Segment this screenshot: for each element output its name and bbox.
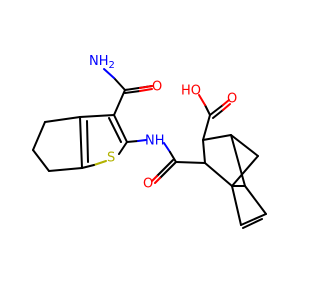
norbornene-ring [202,134,267,229]
acid-hydroxyl-label: HO [181,84,201,99]
amide-nh2-label: NH2 [89,54,115,71]
amide-linker [126,139,206,184]
cyclohexene-ring [32,116,83,172]
amide-oxygen-label: O [152,80,162,95]
thiophene-ring [79,114,128,169]
linker-nh-label: NH [145,134,165,149]
carboxylic-acid-group [198,94,231,141]
thiophene-sulfur-label: S [107,151,115,166]
acid-oxygen-label: O [227,92,237,107]
linker-oxygen-label: O [143,177,153,192]
carboxamide-group [103,68,153,116]
molecule-structure: NH2 O NH S O HO O [32,54,267,229]
structure-canvas: NH2 O NH S O HO O [32,53,267,229]
